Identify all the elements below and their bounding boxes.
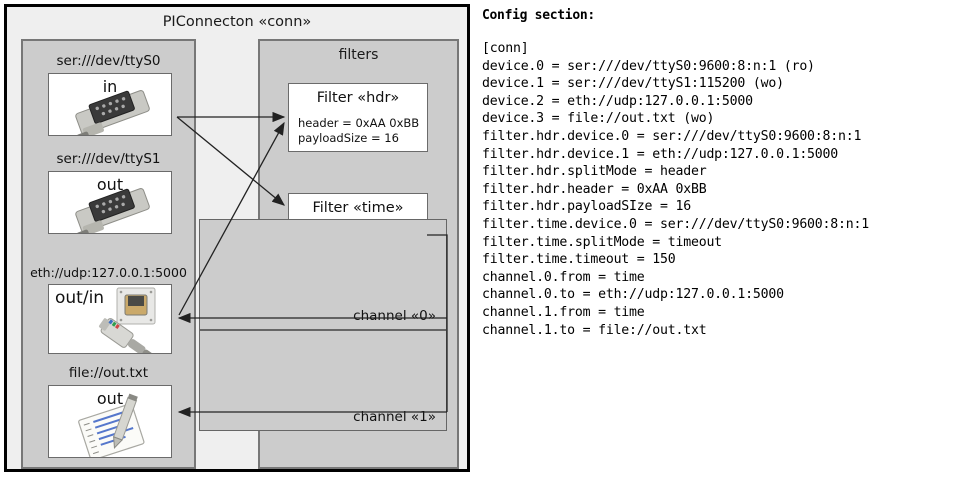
device-label-eth: eth://udp:127.0.0.1:5000 bbox=[30, 265, 187, 280]
device-box-file[interactable]: out bbox=[48, 385, 172, 458]
device-box-eth[interactable]: out/in bbox=[48, 284, 172, 354]
channel-0-label: channel «0» bbox=[353, 308, 436, 324]
config-text: [conn] device.0 = ser:///dev/ttyS0:9600:… bbox=[482, 41, 869, 338]
device-io-eth: out/in bbox=[55, 288, 105, 308]
config-section: Config section: [conn] device.0 = ser://… bbox=[482, 8, 960, 339]
serial-db9-icon bbox=[75, 188, 150, 233]
device-io-file: out bbox=[96, 389, 124, 408]
filter-time-title: Filter «time» bbox=[312, 200, 404, 216]
channel-1-label: channel «1» bbox=[353, 409, 436, 425]
device-box-ttys0[interactable]: in bbox=[48, 73, 172, 136]
connector-diagram: PIConnecton «conn» ser:///dev/ttyS0 in bbox=[4, 4, 470, 472]
device-io-ttys0: in bbox=[102, 77, 118, 96]
device-io-ttys1: out bbox=[96, 175, 124, 194]
filter-hdr-attrs: header = 0xAA 0xBB payloadSize = 16 bbox=[298, 116, 419, 146]
filter-box-hdr[interactable]: Filter «hdr» header = 0xAA 0xBB payloadS… bbox=[288, 83, 428, 152]
text-file-icon bbox=[78, 393, 145, 457]
device-label-ttys0: ser:///dev/ttyS0 bbox=[56, 53, 161, 69]
device-label-ttys1: ser:///dev/ttyS1 bbox=[56, 151, 161, 167]
config-heading: Config section: bbox=[482, 8, 595, 23]
device-label-file: file://out.txt bbox=[68, 365, 149, 381]
channel-box-1[interactable]: channel «1» bbox=[199, 330, 447, 431]
filter-hdr-title: Filter «hdr» bbox=[316, 90, 400, 106]
diagram-title: PIConnecton «conn» bbox=[162, 14, 312, 30]
filters-panel-title: filters bbox=[338, 47, 379, 63]
serial-db9-icon bbox=[75, 90, 150, 135]
ethernet-rj45-icon bbox=[98, 287, 156, 353]
filter-hdr-attr-payload: payloadSize = 16 bbox=[298, 131, 399, 145]
device-box-ttys1[interactable]: out bbox=[48, 171, 172, 234]
channel-box-0[interactable]: channel «0» bbox=[199, 219, 447, 330]
devices-panel: ser:///dev/ttyS0 in ser: bbox=[21, 39, 196, 469]
filter-hdr-attr-header: header = 0xAA 0xBB bbox=[298, 116, 420, 130]
filters-panel: filters Filter «hdr» header = 0xAA 0xBB … bbox=[199, 39, 459, 469]
